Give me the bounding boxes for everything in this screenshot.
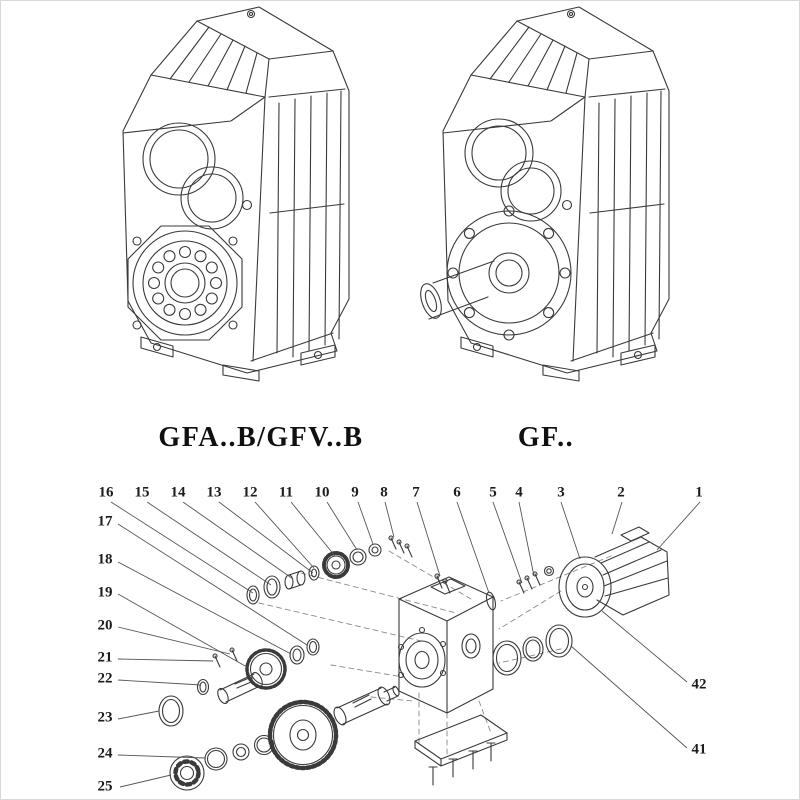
callout-number: 42 [691, 676, 707, 693]
model-label-gf: GF.. [517, 422, 575, 453]
model-label-gfab: GFA..B/GFV..B [158, 422, 364, 453]
motor [558, 526, 670, 618]
callout-number: 9 [351, 484, 359, 501]
callout-number: 25 [97, 778, 113, 795]
bearing-circle [132, 230, 238, 336]
adapter-rings [492, 624, 573, 676]
callout-number: 8 [380, 484, 388, 501]
callout-number: 17 [97, 513, 113, 530]
assembly-axis-lines [258, 550, 612, 758]
callout-number: 3 [557, 484, 565, 501]
callout-number: 13 [206, 484, 222, 501]
intermediate-shaft-parts [158, 638, 320, 727]
callout-number: 12 [242, 484, 258, 501]
callout-number: 22 [97, 670, 113, 687]
output-shaft [420, 260, 495, 320]
callout-number: 18 [97, 551, 113, 568]
output-gear-parts [169, 685, 400, 791]
callout-number: 23 [97, 709, 113, 726]
gearbox-drawing-gf [420, 6, 670, 382]
callout-number: 20 [97, 617, 113, 634]
callout-number: 24 [97, 745, 113, 762]
gearbox-drawing-gfab [122, 6, 350, 382]
callout-number: 14 [170, 484, 186, 501]
callout-number: 21 [97, 649, 113, 666]
callout-number: 10 [314, 484, 330, 501]
callout-number: 19 [97, 584, 113, 601]
callout-number: 7 [412, 484, 420, 501]
callout-number: 6 [453, 484, 461, 501]
callout-number: 41 [691, 741, 707, 758]
housing-screws [434, 573, 451, 594]
callout-number: 1 [695, 484, 703, 501]
output-flange [446, 205, 572, 341]
callout-number: 2 [617, 484, 625, 501]
exploded-view [158, 526, 670, 791]
callout-number: 11 [278, 484, 294, 501]
flange-bolts [485, 565, 555, 611]
callout-number: 4 [515, 484, 523, 501]
input-shaft-parts [246, 535, 413, 605]
housing [397, 576, 494, 714]
leader-lines [110, 501, 701, 788]
callout-number: 5 [489, 484, 497, 501]
callout-number: 16 [98, 484, 114, 501]
bottom-plate [414, 714, 508, 786]
callout-number: 15 [134, 484, 150, 501]
